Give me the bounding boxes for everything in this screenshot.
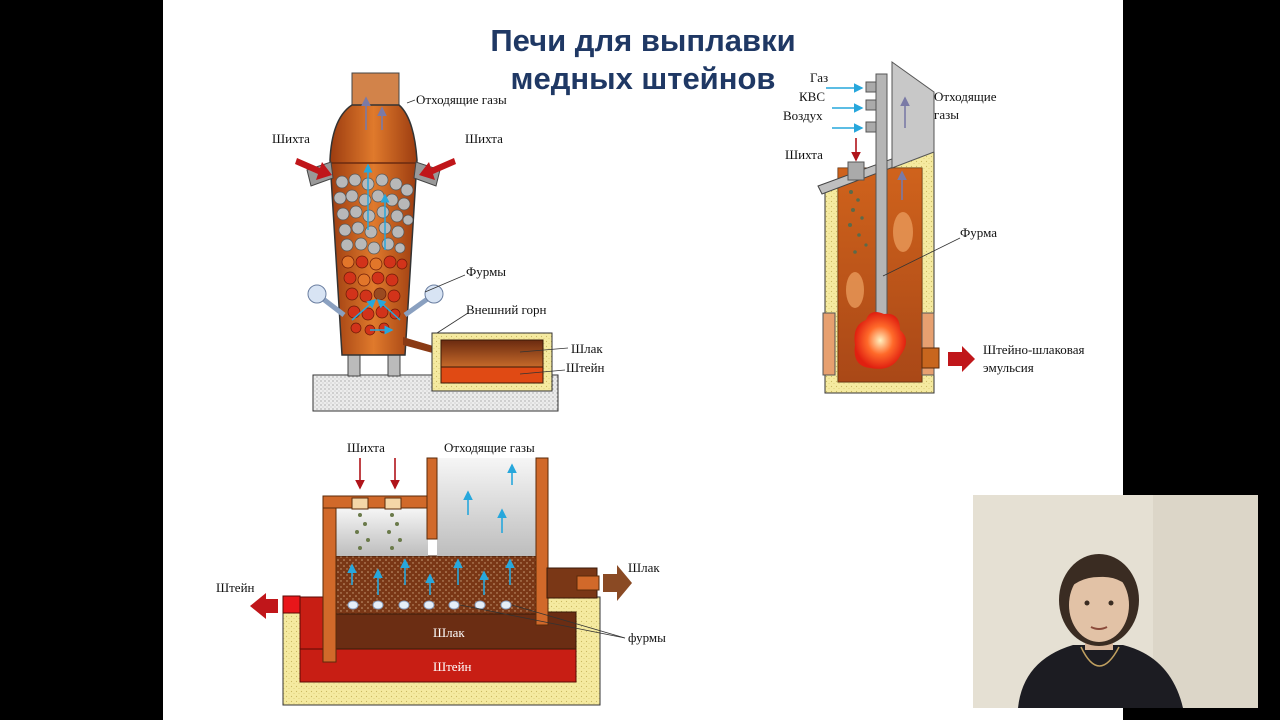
label-bath-matte-layer: Штейн — [433, 659, 472, 674]
matte-out-arrow — [250, 593, 278, 619]
slide-title: Печи для выплавки медных штейнов — [163, 22, 1123, 98]
charge-arrow-left — [295, 158, 332, 180]
slide: Печи для выплавки медных штейнов — [163, 0, 1123, 720]
label-slag: Шлак — [571, 341, 603, 356]
label-tuyeres: Фурмы — [466, 264, 506, 279]
label-off-gases: Отходящие газы — [416, 92, 507, 107]
label-emulsion-1: Штейно-шлаковая — [983, 342, 1084, 357]
title-line-1: Печи для выплавки — [490, 23, 796, 58]
slag-out-arrow — [603, 565, 632, 601]
lance — [875, 73, 888, 320]
bath-tuyere-jets — [347, 600, 512, 610]
emulsion-arrow — [948, 346, 975, 372]
label-air: Воздух — [783, 108, 823, 123]
label-bath-slag-layer: Шлак — [433, 625, 465, 640]
presenter-webcam — [973, 495, 1258, 708]
label-bath-slag-out: Шлак — [628, 560, 660, 575]
shaft-tuyeres — [307, 284, 444, 318]
furnace-diagrams: Отходящие газы Шихта Шихта Фурмы Внешний… — [216, 61, 1084, 706]
label-bath-charge: Шихта — [347, 440, 385, 455]
charge-arrow-right — [419, 158, 456, 180]
combustion-zone — [854, 312, 906, 369]
bath-furnace: Шихта Отходящие газы Шлак Штейн Шлак Ште… — [216, 440, 666, 706]
label-bath-tuyeres: фурмы — [628, 630, 666, 645]
label-charge: Шихта — [785, 147, 823, 162]
melting-zone — [341, 255, 408, 336]
shaft-furnace: Отходящие газы Шихта Шихта Фурмы Внешний… — [272, 72, 605, 412]
label-bath-off-gases: Отходящие газы — [444, 440, 535, 455]
label-emulsion-2: эмульсия — [983, 360, 1034, 375]
label-matte: Штейн — [566, 360, 605, 375]
title-line-2: медных штейнов — [510, 61, 776, 96]
label-off-gases-1: Отходящие — [934, 89, 997, 104]
label-bath-matte-out: Штейн — [216, 580, 255, 595]
label-charge-left: Шихта — [272, 131, 310, 146]
label-kvs: КВС — [799, 89, 825, 104]
label-charge-right: Шихта — [465, 131, 503, 146]
presenter-video-icon — [973, 495, 1258, 708]
label-external-hearth: Внешний горн — [466, 302, 547, 317]
vanyukov-furnace: Газ КВС Воздух Шихта Отходящие газы Фурм… — [783, 61, 1084, 394]
label-off-gases-2: газы — [934, 107, 959, 122]
label-lance: Фурма — [960, 225, 997, 240]
label-gas: Газ — [810, 70, 828, 85]
